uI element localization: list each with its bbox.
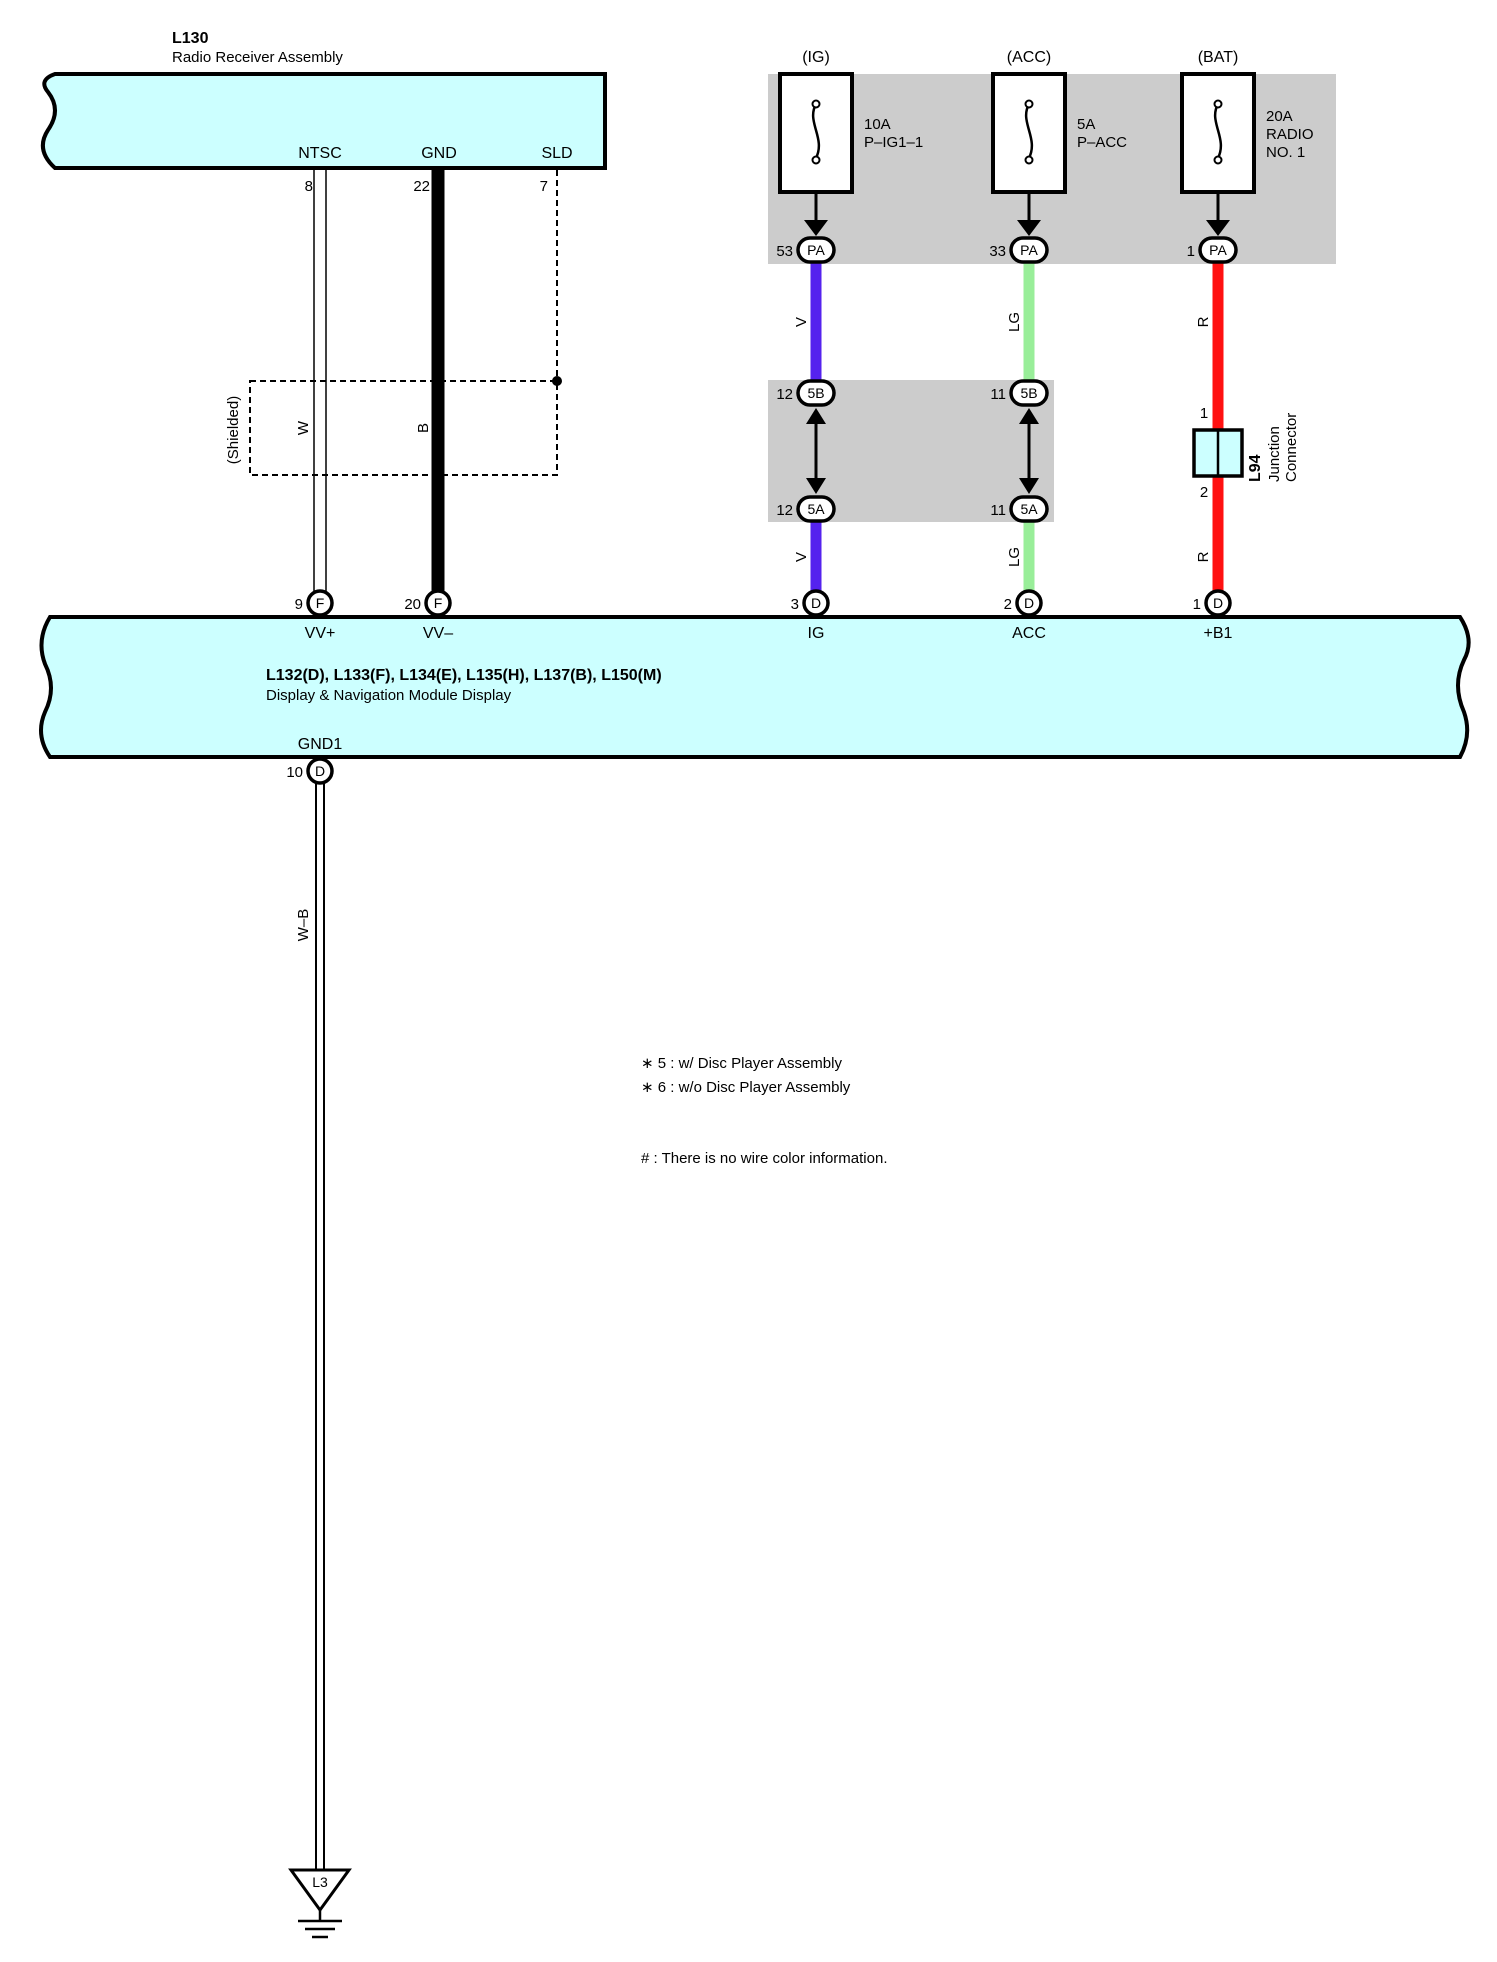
fuse-ig	[778, 72, 854, 194]
display-pin-code-b1: D	[1213, 595, 1223, 611]
note-2: ∗ 6 : w/o Disc Player Assembly	[641, 1079, 851, 1096]
display-pin-number-acc: 2	[1004, 596, 1012, 613]
wire-color-w: W	[295, 420, 312, 435]
fuse-source-bat: (BAT)	[1198, 49, 1239, 66]
display-pin-name-acc: ACC	[1012, 625, 1046, 642]
note-1: ∗ 5 : w/ Disc Player Assembly	[641, 1055, 842, 1072]
fuse-rating-bat: 20A	[1266, 108, 1293, 125]
note-3: # : There is no wire color information.	[641, 1150, 888, 1167]
display-gnd-pin-code: D	[315, 763, 325, 779]
inline-pin-5b-acc: 11	[990, 386, 1006, 403]
fuse-bat	[1180, 72, 1256, 194]
wire-color-lg-upper: LG	[1006, 312, 1023, 332]
inline-code-5b-acc: 5B	[1020, 385, 1037, 401]
radio-pin-number-sld: 7	[540, 178, 548, 195]
display-pin-name-b1: +B1	[1204, 625, 1233, 642]
wire-color-wb: W–B	[295, 909, 312, 942]
fuse-leads	[804, 192, 1230, 236]
inline-code-5a-acc: 5A	[1020, 501, 1038, 517]
ground-id: L3	[312, 1874, 328, 1890]
inline-mating-arrows	[806, 408, 1039, 494]
inline-code-5b-ig: 5B	[807, 385, 824, 401]
inline-connector-5a-ig	[796, 495, 836, 523]
inline-pin-5a-acc: 11	[990, 502, 1006, 519]
wire-color-v-lower: V	[793, 552, 810, 562]
display-pin-code-ig: D	[811, 595, 821, 611]
connector-pa-33	[1009, 236, 1049, 264]
inline-code-5a-ig: 5A	[807, 501, 825, 517]
wire-color-lg-lower: LG	[1006, 547, 1023, 567]
connector-pa-53	[796, 236, 836, 264]
connector-pin-pa-1: 1	[1187, 243, 1195, 260]
radio-pin-name-ntsc: NTSC	[298, 145, 342, 162]
ground-wire	[315, 783, 325, 1872]
inline-connector-5b-ig	[796, 379, 836, 407]
display-pin-number-ig: 3	[791, 596, 799, 613]
wire-color-v-upper: V	[793, 317, 810, 327]
connector-code-pa-1: PA	[1209, 242, 1227, 258]
display-pin-connectors	[306, 589, 1232, 617]
junction-connector	[1192, 428, 1244, 478]
display-pin-code-acc: D	[1024, 595, 1034, 611]
display-pin-name-vvminus: VV–	[423, 625, 453, 642]
display-pin-name-ig: IG	[808, 625, 825, 642]
radio-pin-number-ntsc: 8	[305, 178, 313, 195]
display-gnd-pin-number: 10	[286, 764, 303, 781]
fuse-source-ig: (IG)	[802, 49, 830, 66]
display-pin-code-vvminus: F	[434, 595, 443, 611]
display-ids: L132(D), L133(F), L134(E), L135(H), L137…	[266, 667, 662, 684]
radio-pin-name-sld: SLD	[541, 145, 572, 162]
junction-pin-top: 1	[1200, 405, 1208, 422]
fuse-acc	[991, 72, 1067, 194]
display-pin-code-vvplus: F	[316, 595, 325, 611]
display-gnd-connector	[306, 757, 334, 785]
junction-pin-bottom: 2	[1200, 484, 1208, 501]
radio-receiver-block	[40, 72, 607, 170]
fuse-source-acc: (ACC)	[1007, 49, 1051, 66]
radio-name: Radio Receiver Assembly	[172, 49, 343, 66]
wire-color-r-upper: R	[1195, 316, 1212, 327]
junction-label-1: Junction	[1266, 426, 1283, 482]
connector-code-pa-53: PA	[807, 242, 825, 258]
display-pin-name-vvplus: VV+	[305, 625, 336, 642]
fuse-name-ig: P–IG1–1	[864, 134, 923, 151]
shield-junction-dot	[552, 376, 562, 386]
fuse-name-acc: P–ACC	[1077, 134, 1127, 151]
connector-pin-pa-33: 33	[989, 243, 1006, 260]
fuse-name2-bat: NO. 1	[1266, 144, 1305, 161]
connector-pin-pa-53: 53	[776, 243, 793, 260]
radio-pin-name-gnd: GND	[421, 145, 457, 162]
connector-code-pa-33: PA	[1020, 242, 1038, 258]
connector-pa-1	[1198, 236, 1238, 264]
display-module-block	[39, 615, 1471, 759]
inline-pin-5a-ig: 12	[776, 502, 793, 519]
wire-color-b: B	[415, 423, 432, 433]
wire-color-r-lower: R	[1195, 551, 1212, 562]
fuse-rating-ig: 10A	[864, 116, 891, 133]
shield-label: (Shielded)	[225, 396, 242, 464]
inline-connector-5b-acc	[1009, 379, 1049, 407]
fuse-name-bat: RADIO	[1266, 126, 1314, 143]
radio-pin-number-gnd: 22	[413, 178, 430, 195]
ground-icon	[288, 1868, 352, 1939]
junction-id: L94	[1247, 454, 1264, 482]
display-name: Display & Navigation Module Display	[266, 687, 512, 704]
inline-connector-5a-acc	[1009, 495, 1049, 523]
radio-id: L130	[172, 30, 209, 47]
shield-box	[249, 380, 558, 476]
junction-label-2: Connector	[1283, 413, 1300, 482]
display-gnd-pin-name: GND1	[298, 736, 343, 753]
display-pin-number-vvplus: 9	[295, 596, 303, 613]
display-pin-number-vvminus: 20	[404, 596, 421, 613]
ntsc-wire	[313, 170, 327, 600]
inline-pin-5b-ig: 12	[776, 386, 793, 403]
fuse-rating-acc: 5A	[1077, 116, 1095, 133]
display-pin-number-b1: 1	[1193, 596, 1201, 613]
